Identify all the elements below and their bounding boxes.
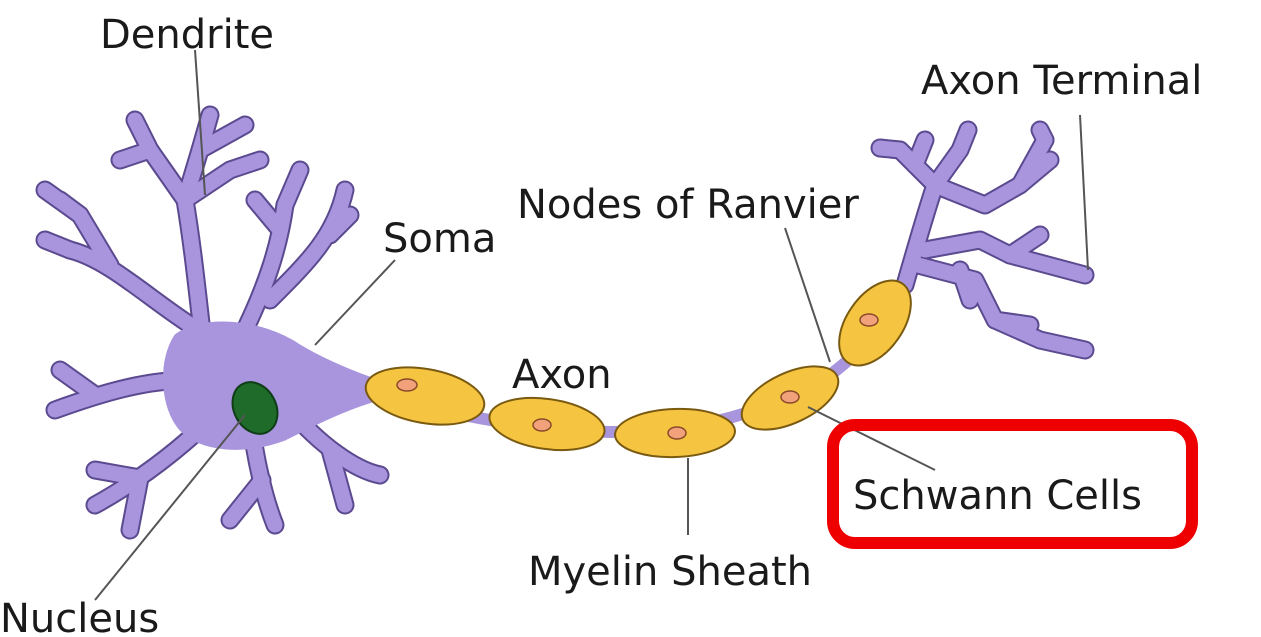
schwann-cell-nucleus	[668, 427, 686, 439]
myelin-segment	[732, 353, 847, 442]
label-schwann-cells: Schwann Cells	[853, 473, 1142, 519]
label-axon: Axon	[512, 352, 612, 398]
schwann-cell-nucleus	[860, 314, 878, 326]
schwann-cell-nucleus	[397, 379, 417, 391]
axon-terminal-branches	[880, 130, 1085, 350]
myelin-segment	[486, 391, 608, 457]
label-myelin-sheath: Myelin Sheath	[528, 549, 812, 595]
leader-soma	[315, 260, 395, 345]
leader-axon-terminal	[1080, 115, 1088, 270]
label-nodes-of-ranvier: Nodes of Ranvier	[517, 182, 859, 228]
myelin-segment	[614, 407, 736, 459]
label-nucleus: Nucleus	[0, 596, 159, 637]
label-axon-terminal: Axon Terminal	[921, 58, 1202, 104]
neuron-cell-body	[45, 115, 380, 530]
leader-nodes-of-ranvier	[785, 228, 830, 362]
schwann-cell-nucleus	[533, 419, 551, 431]
label-soma: Soma	[383, 216, 496, 262]
schwann-cell-nucleus	[781, 391, 799, 403]
label-dendrite: Dendrite	[100, 12, 274, 58]
